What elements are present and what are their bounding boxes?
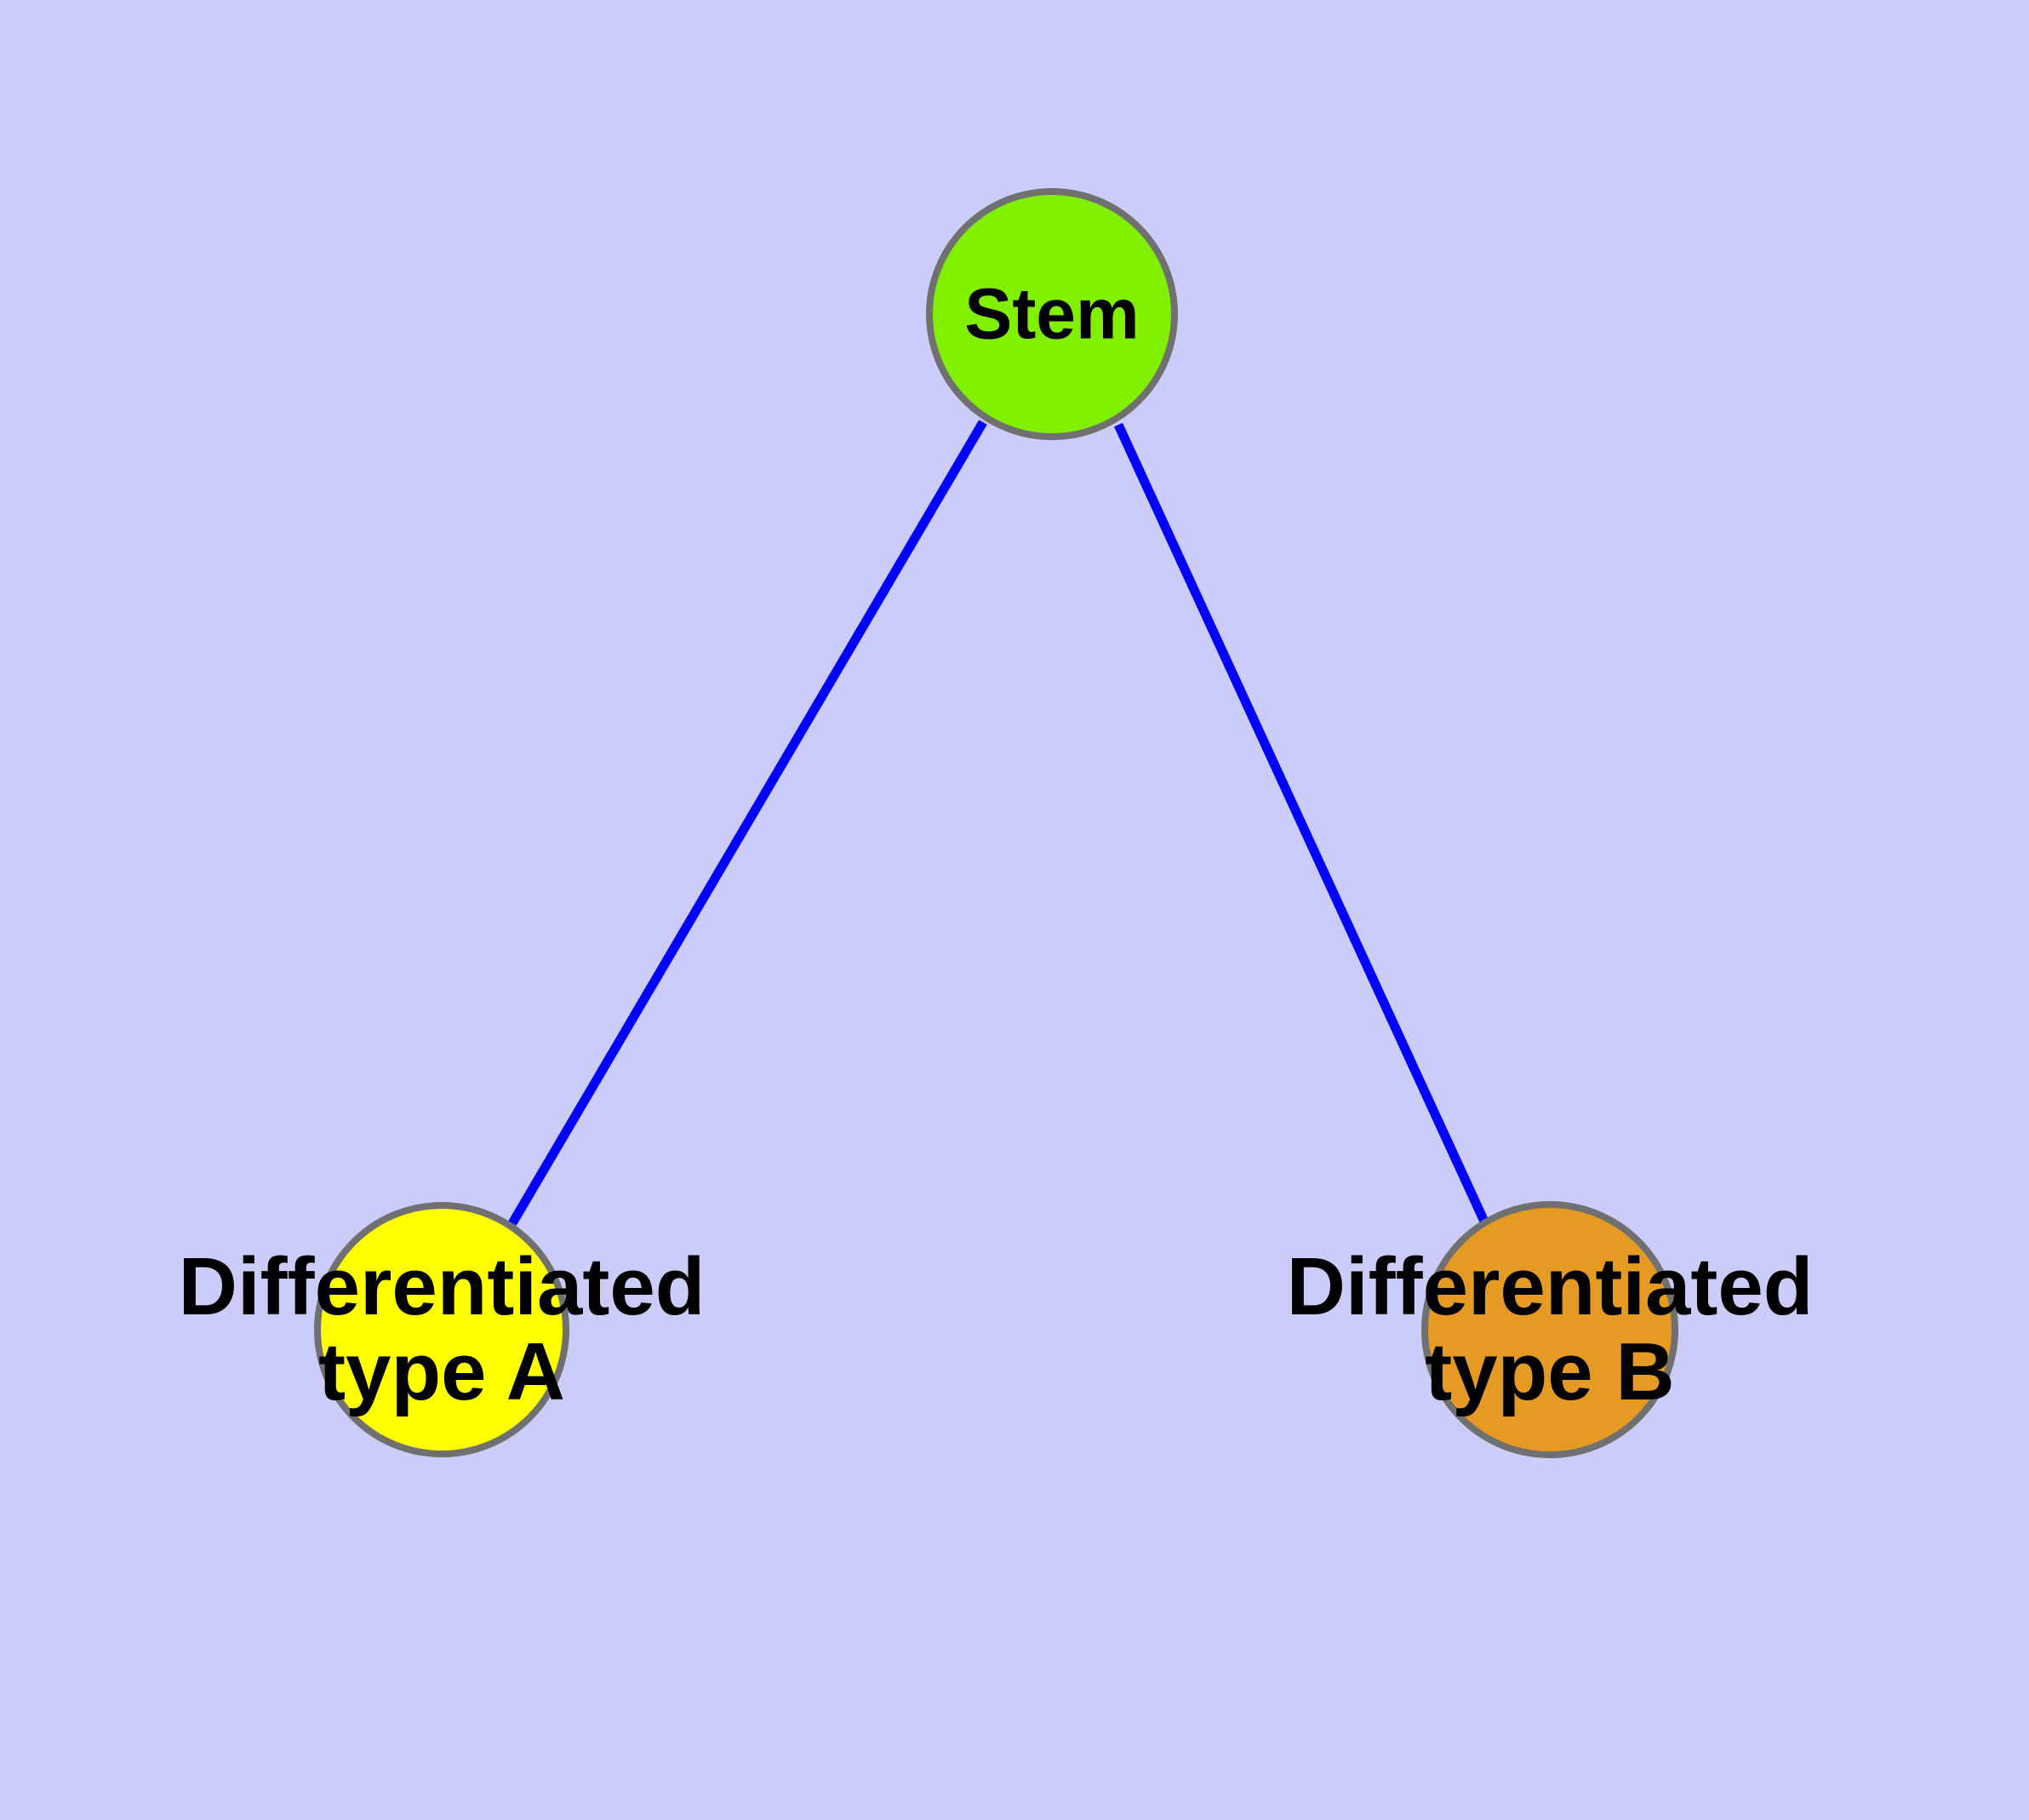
nodes-layer <box>314 188 1678 1458</box>
node-differentiated-type-a[interactable] <box>314 1202 569 1457</box>
edge-stem-to-differentiated-b[interactable] <box>1114 422 1489 1226</box>
node-differentiated-type-b[interactable] <box>1421 1201 1678 1458</box>
edges-layer <box>508 420 1489 1226</box>
node-stem[interactable] <box>926 188 1178 440</box>
edge-stem-to-differentiated-a[interactable] <box>508 420 987 1226</box>
